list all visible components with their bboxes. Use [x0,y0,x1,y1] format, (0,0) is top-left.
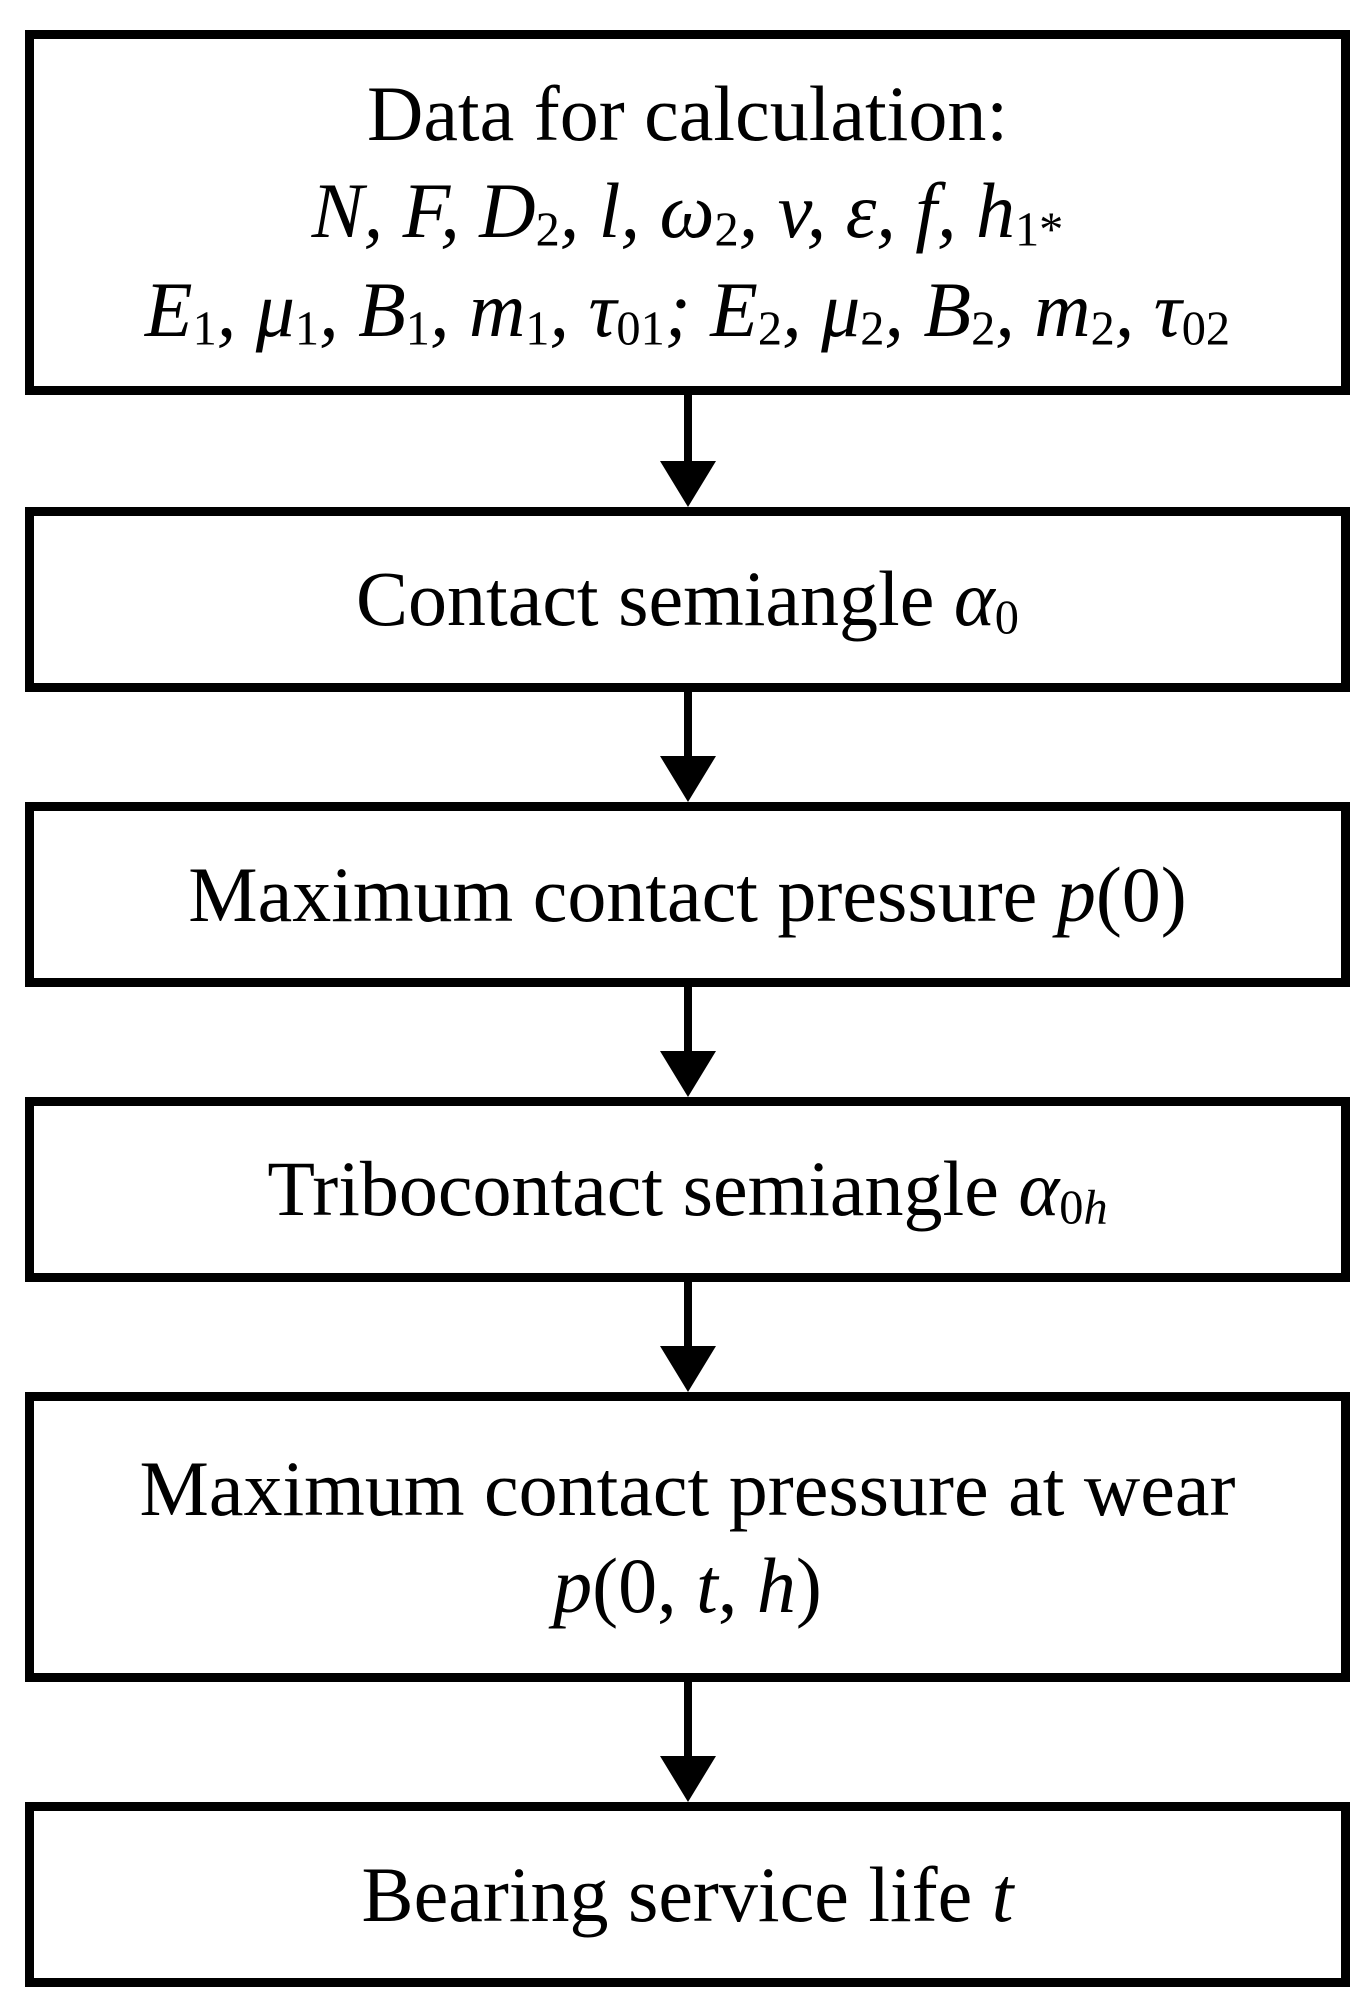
text-line: Data for calculation: [145,65,1230,163]
text-segment: , B [884,266,972,354]
flowchart: Data for calculation:N, F, D2, l, ω2, v,… [25,30,1350,1987]
text-segment: Data for calculation: [366,69,1009,157]
arrow-down-icon [25,692,1350,802]
arrow-down-icon [25,1282,1350,1392]
text-segment: 2 [1090,302,1115,356]
text-segment: 01 [616,302,665,356]
arrow-down-icon [25,987,1350,1097]
box-contact-semiangle-text: Contact semiangle α0 [356,550,1019,649]
text-segment: , m [429,266,526,354]
text-segment: 1 [525,302,550,356]
arrow-head [659,461,716,507]
box-maximum-contact-pressure-text: Maximum contact pressure p(0) [188,846,1187,944]
text-segment: p [1056,850,1096,938]
text-segment: Maximum contact pressure at wear [139,1444,1236,1532]
text-segment: h [756,1542,796,1629]
text-segment: Maximum contact pressure [188,850,1057,938]
text-line: Maximum contact pressure p(0) [188,846,1187,944]
text-line: E1, μ1, B1, m1, τ01; E2, μ2, B2, m2, τ02 [145,261,1230,360]
text-segment: 2 [860,302,885,356]
text-segment: N, F, D [311,167,536,255]
text-line: N, F, D2, l, ω2, v, ε, f, h1* [145,162,1230,261]
box-bearing-service-life: Bearing service life t [25,1802,1350,1987]
arrow-down-icon [25,1682,1350,1802]
arrow-down-icon [25,395,1350,507]
box-bearing-service-life-text: Bearing service life t [362,1846,1014,1944]
text-segment: 2 [971,302,996,356]
arrow-stem [683,692,692,758]
text-segment: , B [319,266,406,354]
text-segment: 1 [294,302,320,356]
text-segment: , l, ω [559,167,715,255]
text-segment: 1 [192,302,217,356]
arrow-head [659,756,716,802]
text-segment: , [717,1542,757,1629]
box-data-for-calculation: Data for calculation:N, F, D2, l, ω2, v,… [25,30,1350,395]
box-tribocontact-semiangle: Tribocontact semiangle α0h [25,1097,1350,1282]
text-segment: h [1083,1181,1108,1235]
text-segment: Contact semiangle [356,555,954,643]
text-segment: E [144,266,193,354]
box-contact-semiangle: Contact semiangle α0 [25,507,1350,692]
box-maximum-contact-pressure: Maximum contact pressure p(0) [25,802,1350,987]
text-segment: (0, [592,1542,697,1629]
arrow-stem [683,395,692,463]
text-segment: Tribocontact semiangle [267,1145,1019,1233]
text-segment: 2 [535,203,560,257]
text-segment: , τ [549,266,617,354]
text-segment: 02 [1181,302,1231,356]
text-segment: ; E [664,266,758,354]
arrow-head [659,1756,716,1802]
arrow-stem [683,1682,692,1758]
text-segment: , μ [216,266,295,354]
text-segment: α [953,555,995,643]
text-line: Contact semiangle α0 [356,550,1019,649]
text-segment: 1* [1014,203,1064,257]
text-segment: t [991,1850,1014,1938]
text-segment: (0) [1095,850,1187,938]
arrow-head [659,1346,716,1392]
text-segment: Bearing service life [361,1850,992,1938]
text-segment: α [1018,1145,1060,1233]
text-segment: ) [795,1542,822,1629]
text-segment: , m [995,266,1091,354]
arrow-stem [683,987,692,1053]
arrow-head [659,1051,716,1097]
text-segment: 2 [757,302,783,356]
box-data-for-calculation-text: Data for calculation:N, F, D2, l, ω2, v,… [145,65,1230,360]
text-line: Maximum contact pressure at wear [140,1440,1236,1538]
text-segment: , τ [1114,266,1182,354]
text-segment: , v, ε, f, h [738,167,1015,255]
text-segment: 0 [994,591,1019,645]
text-segment: 0 [1059,1181,1084,1235]
text-segment: 1 [405,302,430,356]
text-segment: t [696,1542,718,1629]
text-line: Tribocontact semiangle α0h [267,1140,1107,1239]
text-line: p(0, t, h) [140,1537,1236,1635]
text-line: Bearing service life t [362,1846,1014,1944]
box-tribocontact-semiangle-text: Tribocontact semiangle α0h [267,1140,1107,1239]
arrow-stem [683,1282,692,1348]
text-segment: p [553,1542,593,1629]
text-segment: 2 [714,203,739,257]
text-segment: , μ [782,266,861,354]
